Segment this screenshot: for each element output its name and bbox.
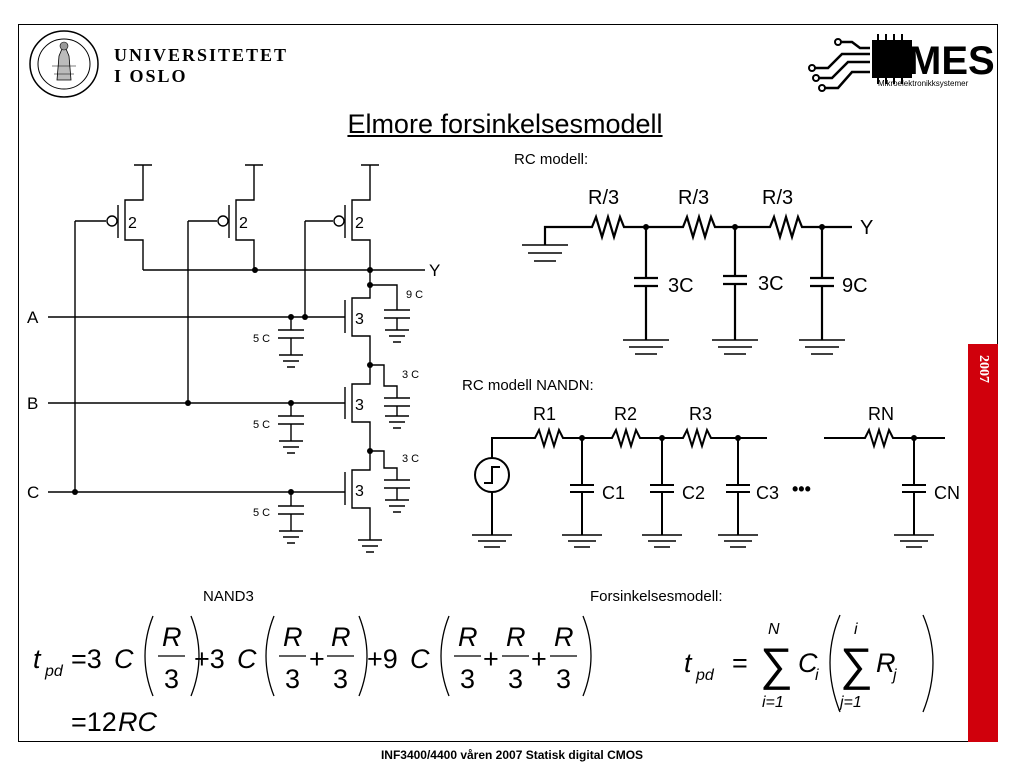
cap-left-2: 5 C bbox=[253, 419, 270, 431]
cap-right-3: 3 C bbox=[402, 453, 419, 465]
nandn-r2: R2 bbox=[614, 404, 637, 424]
university-line2: I OSLO bbox=[114, 66, 188, 86]
cap-right-2: 3 C bbox=[402, 369, 419, 381]
year-label: 2007 bbox=[976, 355, 991, 383]
rc-c3: 9C bbox=[842, 275, 868, 297]
year-sidebar bbox=[968, 344, 998, 742]
svg-text:3: 3 bbox=[164, 664, 179, 694]
university-seal-logo bbox=[24, 28, 104, 105]
output-y-label: Y bbox=[429, 261, 440, 280]
svg-text:t: t bbox=[33, 644, 42, 674]
university-line1: UNIVERSITETET bbox=[114, 45, 289, 65]
svg-text:+: + bbox=[309, 644, 325, 674]
nandn-rn: RN bbox=[868, 404, 894, 424]
svg-text:C: C bbox=[410, 644, 430, 674]
svg-text:pd: pd bbox=[695, 667, 715, 684]
svg-text:t: t bbox=[684, 648, 693, 678]
nmos2-size: 3 bbox=[355, 397, 364, 414]
mes-logo-subtext: Mikroelektronikksystemer bbox=[878, 79, 969, 88]
svg-text:pd: pd bbox=[44, 663, 64, 680]
svg-text:+: + bbox=[531, 644, 547, 674]
svg-text:3: 3 bbox=[285, 664, 300, 694]
svg-text:=12: =12 bbox=[71, 707, 117, 737]
rc-nandn-diagram: R1 R2 R3 RN C1 C2 C3 CN ••• bbox=[472, 404, 960, 548]
input-a-label: A bbox=[27, 308, 39, 327]
mes-logo: MES Mikroelektronikksystemer bbox=[808, 28, 998, 103]
nandn-c2: C2 bbox=[682, 483, 705, 503]
nandn-c3: C3 bbox=[756, 483, 779, 503]
cap-left-1: 5 C bbox=[253, 333, 270, 345]
svg-text:R: R bbox=[458, 622, 478, 652]
svg-text:+9: +9 bbox=[367, 644, 398, 674]
input-c-label: C bbox=[27, 483, 39, 502]
nandn-cn: CN bbox=[934, 483, 960, 503]
svg-text:N: N bbox=[768, 621, 780, 638]
slide-title: Elmore forsinkelsesmodell bbox=[347, 109, 663, 139]
svg-text:C: C bbox=[237, 644, 257, 674]
slide-footer: INF3400/4400 våren 2007 Statisk digital … bbox=[380, 748, 644, 762]
svg-text:i: i bbox=[815, 667, 819, 684]
svg-text:R: R bbox=[506, 622, 526, 652]
svg-text:R: R bbox=[331, 622, 351, 652]
svg-text:i=1: i=1 bbox=[762, 694, 784, 711]
rc-nandn-label: RC modell NANDN: bbox=[462, 377, 594, 394]
pmos1-size: 2 bbox=[128, 215, 137, 232]
nand3-schematic: 2 2 2 3 3 3 A B C Y 5 C 5 C 5 C 9 C 3 C … bbox=[27, 164, 440, 553]
university-name: UNIVERSITETET I OSLO bbox=[114, 45, 288, 87]
rc-c1: 3C bbox=[668, 275, 694, 297]
svg-text:3: 3 bbox=[460, 664, 475, 694]
rc-r1: R/3 bbox=[588, 187, 619, 209]
svg-text:j: j bbox=[891, 667, 897, 684]
svg-text:R: R bbox=[876, 648, 896, 678]
rc-model-label: RC modell: bbox=[514, 151, 589, 168]
delay-model-label: Forsinkelsesmodell: bbox=[590, 588, 723, 605]
svg-text:3: 3 bbox=[556, 664, 571, 694]
nand3-label: NAND3 bbox=[203, 588, 254, 605]
svg-text:j=1: j=1 bbox=[838, 694, 862, 711]
nandn-c1: C1 bbox=[602, 483, 625, 503]
svg-text:3: 3 bbox=[508, 664, 523, 694]
svg-text:∑: ∑ bbox=[760, 638, 793, 690]
pmos2-size: 2 bbox=[239, 215, 248, 232]
nandn-r3: R3 bbox=[689, 404, 712, 424]
rc-model-diagram: R/3 R/3 R/3 3C 3C 9C Y bbox=[522, 187, 873, 355]
svg-text:3: 3 bbox=[333, 664, 348, 694]
svg-text:C: C bbox=[798, 648, 818, 678]
svg-text:∑: ∑ bbox=[840, 638, 873, 690]
rc-c2: 3C bbox=[758, 273, 784, 295]
elmore-sum-formula: t pd = ∑ N i=1 C i ∑ i j=1 R j bbox=[684, 614, 934, 713]
svg-text:RC: RC bbox=[118, 707, 157, 737]
svg-text:R: R bbox=[162, 622, 182, 652]
svg-text:R: R bbox=[283, 622, 303, 652]
svg-text:i: i bbox=[854, 621, 858, 638]
svg-text:+: + bbox=[483, 644, 499, 674]
rc-r2: R/3 bbox=[678, 187, 709, 209]
nandn-r1: R1 bbox=[533, 404, 556, 424]
nand3-delay-equation: t pd =3 C R 3 +3 C R 3 + R 3 +9 C R 3 + … bbox=[33, 615, 592, 737]
svg-text:=3: =3 bbox=[71, 644, 102, 674]
cap-right-1: 9 C bbox=[406, 289, 423, 301]
rc-output-y: Y bbox=[860, 217, 873, 239]
rc-r3: R/3 bbox=[762, 187, 793, 209]
svg-text:R: R bbox=[554, 622, 574, 652]
svg-text:C: C bbox=[114, 644, 134, 674]
cap-left-3: 5 C bbox=[253, 507, 270, 519]
year-label-box: 2007 bbox=[968, 344, 998, 394]
svg-text:=: = bbox=[732, 648, 748, 678]
nandn-ellipsis: ••• bbox=[792, 479, 811, 499]
pmos3-size: 2 bbox=[355, 215, 364, 232]
mes-logo-text: MES bbox=[908, 39, 995, 83]
input-b-label: B bbox=[27, 394, 38, 413]
nmos1-size: 3 bbox=[355, 311, 364, 328]
nmos3-size: 3 bbox=[355, 483, 364, 500]
